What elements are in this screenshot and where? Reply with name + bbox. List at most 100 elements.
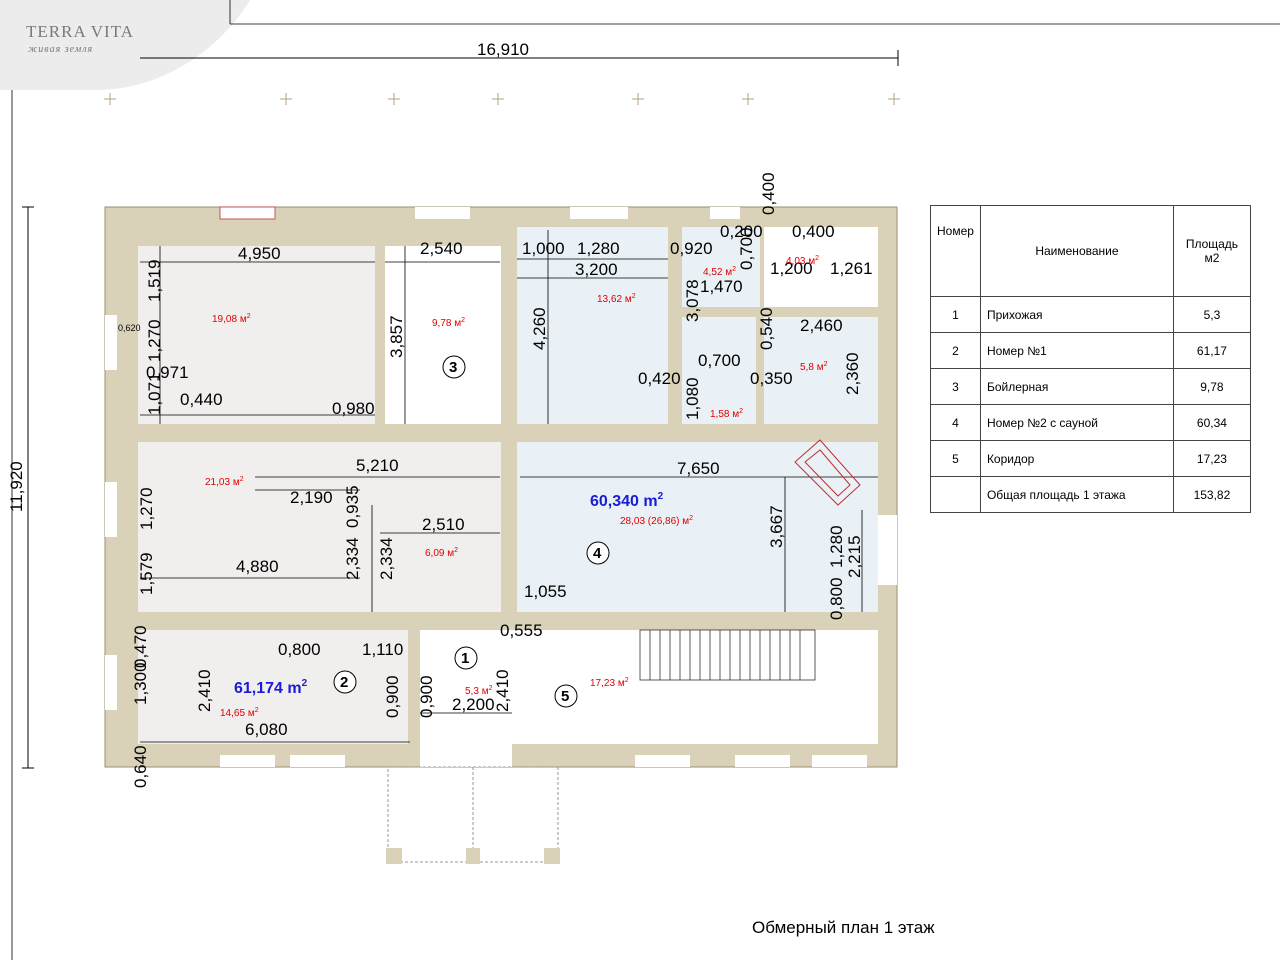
header-name: Наименование bbox=[979, 205, 1174, 297]
dim-label: 1,470 bbox=[700, 277, 743, 296]
table-cell: 153,82 bbox=[1172, 476, 1251, 513]
dim-label: 0,200 bbox=[720, 222, 763, 241]
table-cell: 2 bbox=[930, 332, 981, 369]
table-header-row: Номер Наименование Площадь м2 bbox=[930, 205, 1251, 297]
dim-label: 2,510 bbox=[422, 515, 465, 534]
area-label: 13,62 м2 bbox=[597, 293, 636, 305]
table-cell bbox=[930, 476, 981, 513]
area-label: 19,08 м2 bbox=[212, 313, 251, 325]
header-number: Номер bbox=[930, 205, 981, 297]
dim-label: 4,950 bbox=[238, 244, 281, 263]
dim-label: 0,640 bbox=[131, 745, 150, 788]
table-row: 3 Бойлерная 9,78 bbox=[930, 368, 1251, 405]
plan-caption: Обмерный план 1 этаж bbox=[752, 918, 935, 937]
dim-label: 7,650 bbox=[677, 459, 720, 478]
table-cell: 61,17 bbox=[1172, 332, 1251, 369]
logo-subtitle: живая земля bbox=[28, 44, 94, 55]
area-label: 4,52 м2 bbox=[703, 266, 736, 278]
dim-label: 0,920 bbox=[670, 239, 713, 258]
dim-label: 0,350 bbox=[750, 369, 793, 388]
dim-label: 2,334 bbox=[377, 537, 396, 580]
table-cell: Номер №1 bbox=[979, 332, 1174, 369]
table-cell: 9,78 bbox=[1172, 368, 1251, 405]
rooms-table: Номер Наименование Площадь м2 1 Прихожая… bbox=[930, 205, 1251, 513]
dim-label: 0,700 bbox=[737, 227, 756, 270]
table-row: 4 Номер №2 с сауной 60,34 bbox=[930, 404, 1251, 441]
dim-label: 2,215 bbox=[845, 535, 864, 578]
table-cell: 3 bbox=[930, 368, 981, 405]
table-cell: 5 bbox=[930, 440, 981, 477]
dim-label: 3,857 bbox=[387, 315, 406, 358]
dim-label: 1,110 bbox=[362, 640, 403, 659]
room-number: 4 bbox=[593, 545, 602, 562]
dim-label: 6,080 bbox=[245, 720, 288, 739]
area-label: 14,65 м2 bbox=[220, 707, 259, 719]
area-label: 1,58 м2 bbox=[710, 408, 743, 420]
table-cell: 60,34 bbox=[1172, 404, 1251, 441]
area-label: 6,09 м2 bbox=[425, 547, 458, 559]
dim-label: 1,270 bbox=[137, 487, 156, 530]
overall-width-label: 16,910 bbox=[477, 40, 529, 59]
table-cell: Номер №2 с сауной bbox=[979, 404, 1174, 441]
dim-label: 0,555 bbox=[500, 621, 543, 640]
dim-label: 1,261 bbox=[830, 259, 873, 278]
dim-label: 2,410 bbox=[493, 669, 512, 712]
dimension-labels: 4,950 1,519 0,620 1,270 0,971 1,071 0,44… bbox=[118, 172, 873, 788]
dim-label: 0,800 bbox=[278, 640, 321, 659]
dim-label: 3,200 bbox=[575, 260, 618, 279]
dim-label: 0,700 bbox=[698, 351, 741, 370]
dim-label: 1,300 bbox=[131, 662, 150, 705]
dim-label: 1,080 bbox=[683, 377, 702, 420]
table-row: 5 Коридор 17,23 bbox=[930, 440, 1251, 477]
dim-label: 0,420 bbox=[638, 369, 681, 388]
area-label: 9,78 м2 bbox=[432, 317, 465, 329]
dim-label: 2,540 bbox=[420, 239, 463, 258]
dim-label: 0,980 bbox=[332, 399, 375, 418]
area-label: 28,03 (26,86) м2 bbox=[620, 515, 693, 527]
area-label: 5,3 м2 bbox=[465, 685, 493, 697]
room-number: 3 bbox=[449, 359, 457, 376]
dim-label: 0,620 bbox=[118, 323, 141, 333]
room-number: 2 bbox=[340, 674, 348, 691]
header-area: Площадь м2 bbox=[1172, 205, 1251, 297]
dim-label: 0,800 bbox=[827, 577, 846, 620]
room-number: 1 bbox=[461, 650, 469, 667]
table-cell: Бойлерная bbox=[979, 368, 1174, 405]
dim-label: 0,440 bbox=[180, 390, 223, 409]
dim-label: 4,260 bbox=[530, 307, 549, 350]
dim-label: 3,667 bbox=[767, 505, 786, 548]
dim-label: 1,579 bbox=[137, 552, 156, 595]
area-label: 21,03 м2 bbox=[205, 476, 244, 488]
table-cell: Прихожая bbox=[979, 296, 1174, 333]
dim-label: 0,400 bbox=[792, 222, 835, 241]
room2-total-area: 61,174 m2 bbox=[234, 678, 308, 697]
dim-label: 1,270 bbox=[145, 319, 164, 362]
dim-label: 1,280 bbox=[577, 239, 620, 258]
room-number: 5 bbox=[561, 688, 569, 705]
dim-label: 1,055 bbox=[524, 582, 567, 601]
table-cell: Общая площадь 1 этажа bbox=[979, 476, 1174, 513]
table-row: 2 Номер №1 61,17 bbox=[930, 332, 1251, 369]
room4-total-area: 60,340 m2 bbox=[590, 491, 664, 510]
dim-label: 0,470 bbox=[131, 625, 150, 668]
logo-title: TERRA VITA bbox=[26, 22, 134, 41]
table-row: 1 Прихожая 5,3 bbox=[930, 296, 1251, 333]
area-labels: 19,08 м2 9,78 м2 13,62 м2 4,52 м2 4,03 м… bbox=[205, 255, 828, 719]
dim-label: 1,519 bbox=[145, 259, 164, 302]
dim-label: 2,200 bbox=[452, 695, 495, 714]
dim-label: 0,935 bbox=[343, 485, 362, 528]
overall-height-label: 11,920 bbox=[7, 461, 26, 512]
dim-label: 2,460 bbox=[800, 316, 843, 335]
dim-label: 0,971 bbox=[146, 363, 189, 382]
table-total-row: Общая площадь 1 этажа 153,82 bbox=[930, 476, 1251, 513]
dim-label: 3,078 bbox=[683, 279, 702, 322]
dim-label: 2,410 bbox=[195, 669, 214, 712]
dim-label: 2,190 bbox=[290, 488, 333, 507]
area-label: 5,8 м2 bbox=[800, 361, 828, 373]
dim-label: 2,360 bbox=[843, 352, 862, 395]
table-cell: 4 bbox=[930, 404, 981, 441]
table-cell: Коридор bbox=[979, 440, 1174, 477]
dim-label: 0,900 bbox=[383, 675, 402, 718]
dim-label: 0,400 bbox=[759, 172, 778, 215]
